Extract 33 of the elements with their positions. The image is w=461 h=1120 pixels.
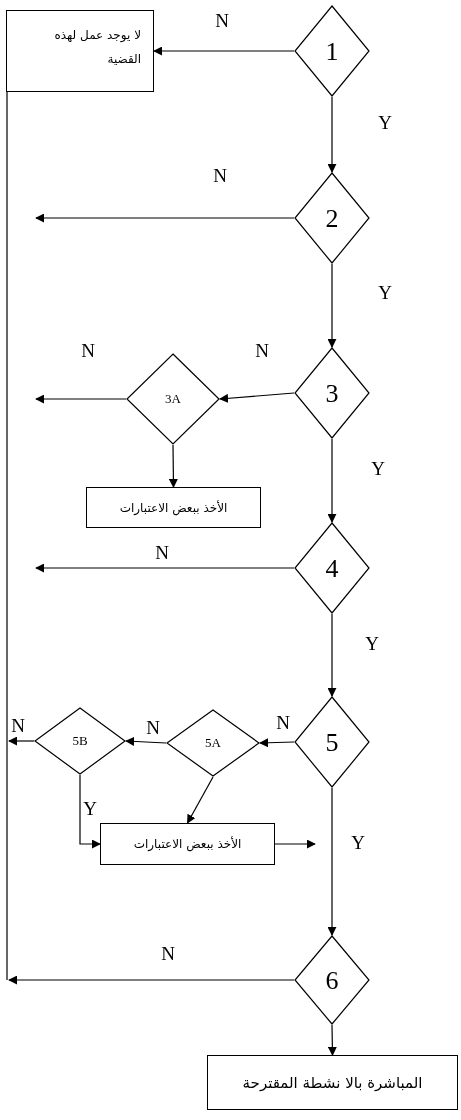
arrow — [8, 975, 295, 985]
decision-diamond: 6 — [294, 935, 370, 1025]
process-box: الأخذ ببعض الاعتبارات — [86, 487, 261, 528]
decision-diamond: 2 — [294, 172, 370, 264]
process-box: المباشرة بالا نشطة المقترحة — [207, 1055, 458, 1110]
connector-line — [6, 91, 8, 981]
process-box: الأخذ ببعض الاعتبارات — [100, 823, 275, 865]
decision-diamond: 5A — [166, 709, 260, 777]
arrow — [186, 776, 214, 824]
process-box: لا يوجد عمل لهذه القضية — [6, 10, 154, 92]
arrow — [327, 1024, 337, 1056]
arrow — [259, 738, 295, 748]
arrow — [168, 444, 178, 488]
decision-diamond: 5 — [294, 696, 370, 788]
arrow — [153, 46, 295, 56]
decision-diamond: 5B — [34, 707, 126, 775]
arrow — [327, 613, 337, 697]
arrow — [327, 787, 337, 936]
decision-diamond: 3A — [126, 353, 220, 445]
decision-diamond: 3 — [294, 347, 370, 439]
arrow — [35, 213, 295, 223]
arrow — [327, 438, 337, 523]
arrow — [219, 392, 295, 403]
arrow — [125, 736, 167, 746]
arrow — [35, 563, 295, 573]
arrow — [327, 96, 337, 173]
decision-diamond: 1 — [294, 5, 370, 97]
arrow — [327, 263, 337, 348]
arrow — [79, 774, 101, 849]
decision-diamond: 4 — [294, 522, 370, 614]
arrow — [8, 736, 35, 746]
arrow — [274, 839, 316, 849]
arrow — [35, 394, 127, 404]
